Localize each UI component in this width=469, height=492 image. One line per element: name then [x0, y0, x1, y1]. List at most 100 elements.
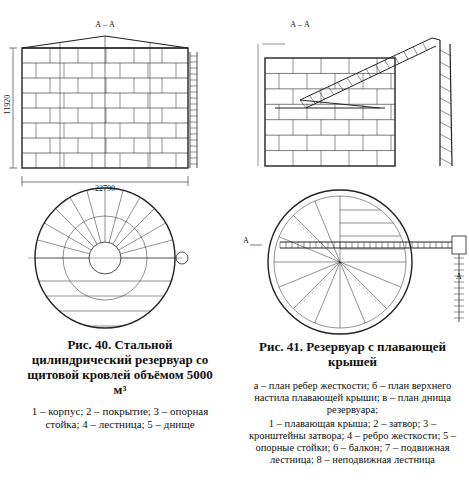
drawing-line [39, 281, 171, 282]
drawing-line [190, 74, 197, 75]
drawing-line [162, 108, 163, 123]
drawing-line [454, 300, 464, 301]
drawing-line [134, 78, 135, 93]
drawing-line [64, 123, 65, 138]
drawing-line [292, 242, 293, 248]
drawing-line [394, 56, 399, 64]
drawing-line [265, 150, 395, 151]
drawing-line [64, 63, 65, 78]
drawing-line [22, 182, 188, 183]
drawing-line [286, 242, 287, 248]
drawing-line [22, 36, 105, 48]
drawing-line [413, 47, 417, 55]
drawing-line [190, 146, 197, 147]
drawing-line [92, 93, 93, 108]
drawing-line [340, 223, 393, 224]
drawing-line [50, 138, 51, 153]
drawing-line [279, 262, 340, 287]
drawing-line [363, 135, 364, 150]
drawing-line [357, 73, 362, 81]
drawing-label: А [453, 272, 465, 281]
drawing-line [293, 58, 294, 73]
drawing-line [442, 242, 443, 248]
drawing-line [349, 120, 350, 135]
drawing-line [338, 82, 343, 90]
drawing-line [22, 176, 23, 186]
drawing-line [280, 248, 452, 249]
caption-text: 1 – плавающая крыша; 2 – затвор; 3 – кро… [243, 418, 462, 466]
drawing-line [188, 176, 189, 186]
drawing-line [450, 44, 452, 166]
drawing-line [105, 36, 106, 168]
ladder-symbol [176, 252, 188, 264]
drawing-line [340, 262, 387, 309]
drawing-line [364, 242, 365, 248]
drawing-line [36, 63, 37, 78]
drawing-line [120, 240, 172, 254]
drawing-line [28, 258, 182, 259]
drawing-line [347, 78, 352, 86]
drawing-line [346, 242, 347, 248]
drawing-line [190, 164, 197, 165]
drawing-line [92, 153, 93, 168]
drawing-line [148, 63, 149, 78]
drawing-line [454, 294, 464, 295]
drawing-line [190, 128, 197, 129]
drawing-line [454, 270, 464, 271]
tank-plan [268, 190, 412, 334]
drawing-line [190, 104, 197, 105]
drawing-line [190, 134, 197, 135]
drawing-line [404, 51, 408, 59]
drawing-line [394, 242, 395, 248]
drawing-line [119, 223, 166, 250]
drawing-line [78, 48, 79, 63]
drawing-line [440, 158, 451, 164]
drawing-line [377, 120, 378, 135]
drawing-line [377, 151, 378, 166]
drawing-line [92, 63, 93, 78]
drawing-line [13, 48, 14, 168]
drawing-line [176, 123, 177, 138]
drawing-line [190, 116, 197, 117]
drawing-line [335, 73, 336, 88]
drawing-line [190, 80, 197, 81]
drawing-line [134, 108, 135, 123]
drawing-line [106, 108, 107, 123]
drawing-line [440, 62, 451, 68]
drawing-line [64, 93, 65, 108]
drawing-line [349, 89, 350, 104]
drawing-label: А – А [85, 20, 125, 29]
drawing-line [279, 135, 280, 150]
drawing-line [265, 73, 395, 74]
drawing-line [120, 93, 121, 108]
drawing-line [454, 282, 464, 283]
drawing-line [309, 96, 315, 104]
drawing-line [340, 262, 365, 323]
drawing-line [391, 73, 392, 88]
drawing-line [335, 104, 336, 119]
drawing-line [148, 123, 149, 138]
drawing-line [440, 86, 451, 92]
drawing-line [190, 122, 197, 123]
drawing-line [307, 135, 308, 150]
drawing-line [439, 40, 440, 166]
drawing-line [385, 60, 390, 68]
drawing-line [315, 201, 340, 262]
drawing-line [190, 98, 197, 99]
drawing-line [300, 38, 432, 100]
drawing-line [430, 242, 431, 248]
drawing-line [376, 242, 377, 248]
drawing-line [454, 312, 464, 313]
drawing-line [190, 86, 197, 87]
drawing-line [454, 264, 464, 265]
drawing-line [454, 258, 464, 259]
drawing-line [298, 242, 299, 248]
drawing-line [176, 153, 177, 168]
drawing-label: А [240, 236, 252, 245]
drawing-line [280, 242, 281, 248]
drawing-line [349, 58, 350, 73]
drawing-line [64, 153, 65, 168]
drawing-line [56, 209, 94, 247]
drawing-line [388, 242, 389, 248]
drawing-line [440, 134, 451, 140]
